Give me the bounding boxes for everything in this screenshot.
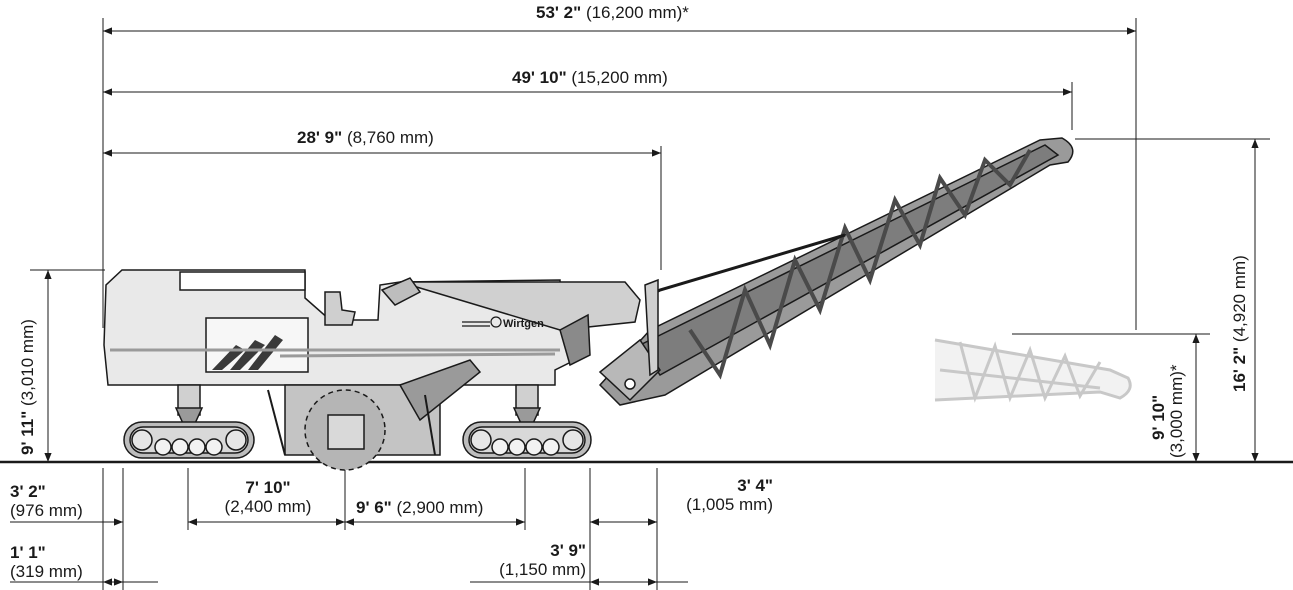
label-rear-track: 3' 9"(1,150 mm) (499, 541, 586, 579)
label-rear-overhang: 3' 4"(1,005 mm) (686, 476, 773, 514)
milling-machine-body (103, 269, 641, 386)
label-front-overhang: 3' 2"(976 mm) (10, 482, 83, 520)
label-conveyor-height-lowered-imperial: 9' 10" (1149, 394, 1168, 440)
label-machine-height: 9' 11" (3,010 mm) (18, 319, 37, 455)
label-drum-to-rear: 9' 6" (2,900 mm) (356, 498, 484, 517)
dimension-lines (10, 27, 1259, 586)
brand-label: Wirtgen (503, 318, 544, 330)
conveyor-lowered (934, 338, 1132, 403)
label-front-to-drum: 7' 10"(2,400 mm) (224, 478, 312, 516)
label-overall-length-lowered: 53' 2" (16,200 mm)* (536, 3, 689, 22)
label-track-offset: 1' 1"(319 mm) (10, 543, 83, 581)
label-conveyor-height: 16' 2" (4,920 mm) (1230, 255, 1249, 392)
label-machine-length: 28' 9" (8,760 mm) (297, 128, 434, 147)
conveyor-raised (598, 137, 1074, 406)
label-conveyor-height-lowered-metric: (3,000 mm)* (1167, 364, 1186, 458)
brand-logo: Wirtgen (462, 316, 544, 330)
rear-track (462, 384, 592, 459)
milling-drum (284, 359, 482, 471)
label-overall-length: 49' 10" (15,200 mm) (512, 68, 668, 87)
front-track (123, 384, 255, 459)
extension-lines (30, 18, 1270, 590)
support-struts (267, 389, 436, 456)
